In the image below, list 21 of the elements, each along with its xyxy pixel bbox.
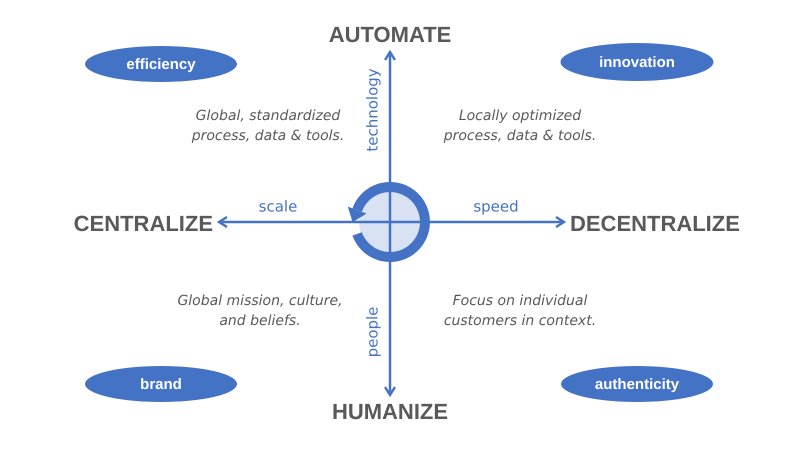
tag-text: authenticity — [594, 376, 680, 392]
edge-label: technology — [366, 68, 380, 152]
axis-pole-label: HUMANIZE — [332, 401, 448, 423]
edge-label: scale — [258, 200, 298, 214]
quadrant-note: Global mission, culture, and beliefs. — [176, 292, 344, 331]
circular-arrow-icon — [345, 177, 435, 267]
edge-label: people — [366, 306, 380, 358]
axis-pole-label: DECENTRALIZE — [570, 213, 740, 235]
arrow — [384, 267, 396, 396]
axis-pole-label: AUTOMATE — [328, 24, 452, 46]
arrow — [435, 216, 566, 228]
arrow — [384, 50, 396, 177]
quadrant-note: Global, standardized process, data & tools. — [190, 107, 346, 146]
tag-text: brand — [140, 376, 182, 392]
tag-text: innovation — [599, 54, 675, 70]
tag-text: efficiency — [126, 56, 196, 72]
axis-pole-label: CENTRALIZE — [74, 213, 213, 235]
quadrant-note: Focus on individual customers in context. — [442, 292, 598, 331]
edge-label: speed — [473, 200, 519, 214]
quadrant-note: Locally optimized process, data & tools. — [442, 107, 598, 146]
arrow — [218, 216, 345, 228]
